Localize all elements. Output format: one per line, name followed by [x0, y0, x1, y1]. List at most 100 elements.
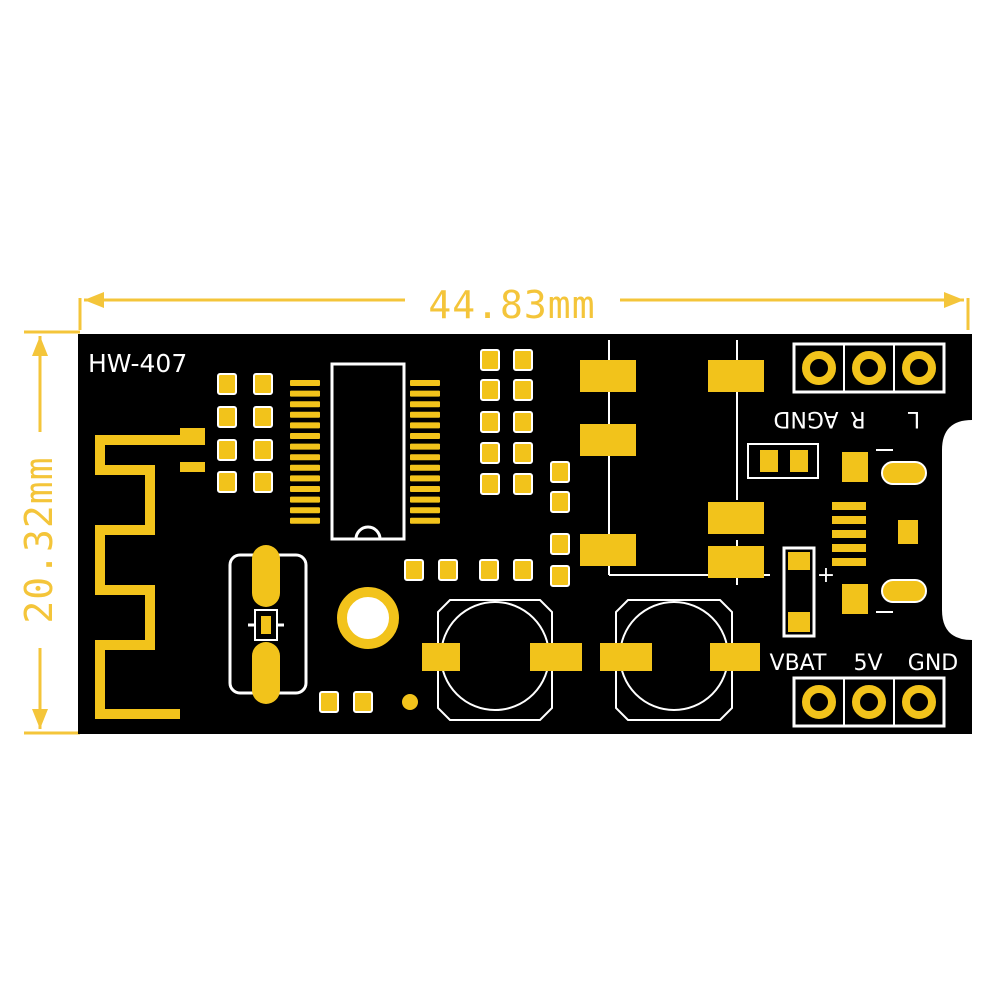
large-pad — [580, 360, 636, 392]
ic-pin-pad — [290, 422, 320, 429]
usb-signal-pad — [832, 516, 866, 524]
ic-pin-pad — [410, 517, 440, 524]
ic-pin-pad — [410, 422, 440, 429]
ic-pin-pad — [290, 401, 320, 408]
smd-pad — [480, 349, 500, 371]
ic-pin-pad — [410, 496, 440, 503]
polarity-plus-sign: + — [817, 563, 835, 588]
bottom-pin-header — [792, 676, 946, 728]
inductor-pad — [422, 643, 460, 671]
ic-pin-pad — [290, 433, 320, 439]
ic-footprint — [290, 362, 440, 541]
smd-pad — [513, 379, 533, 401]
top-header-outline — [792, 342, 946, 394]
ic-pin-pad — [290, 517, 320, 524]
ic-pin-pad — [410, 443, 440, 450]
width-dim-arrow-left — [84, 292, 104, 308]
ic-pin-pad — [410, 433, 440, 439]
smd-pad — [217, 406, 237, 428]
smd-pad — [253, 406, 273, 428]
smd-pad-row-lower — [404, 559, 533, 581]
ic-pin-pad — [410, 401, 440, 408]
pin-label-agnd: AGND — [773, 406, 838, 431]
height-dimension — [24, 330, 80, 735]
usb-shield-pad — [842, 452, 868, 482]
smd-pad-column-center — [550, 461, 570, 587]
ic-pin-pad — [290, 454, 320, 461]
smd-pad — [253, 439, 273, 461]
height-dimension-label: 20.32mm — [17, 456, 61, 623]
height-dim-arrow-top — [32, 336, 48, 356]
smd-pad — [217, 439, 237, 461]
ic-pin-pad — [290, 380, 320, 386]
smd-pad — [550, 565, 570, 587]
usb-slot-pad — [881, 461, 927, 485]
smd-pad — [438, 559, 458, 581]
ic-outline — [330, 362, 406, 541]
pin-label-l: L — [907, 406, 920, 431]
large-pads — [580, 360, 764, 578]
smd-pad — [480, 473, 500, 495]
smd-pad-array-middle — [480, 349, 533, 495]
ic-pin-pad — [410, 454, 440, 461]
usb-signal-pad — [832, 502, 866, 510]
ic-pin-pad — [410, 486, 440, 492]
smd-pad — [760, 450, 778, 472]
inductor-left — [422, 599, 582, 721]
cap-outline — [747, 443, 819, 479]
smd-pad — [550, 461, 570, 483]
usb-signal-pad — [832, 530, 866, 538]
usb-connector-footprint — [832, 452, 927, 614]
usb-signal-pad — [832, 558, 866, 566]
ic-pin-pad — [290, 443, 320, 450]
top-pin-header — [792, 342, 946, 394]
inductor-pad — [600, 643, 652, 671]
smd-pad — [480, 411, 500, 433]
pin-r-pad — [852, 351, 886, 385]
ic-pin-pad — [290, 464, 320, 471]
width-dimension-label: 44.83mm — [428, 283, 595, 327]
ic-pin-pad — [410, 464, 440, 471]
bottom-header-outline — [792, 676, 946, 728]
pin-agnd-pad — [802, 351, 836, 385]
smd-pad-pair-right — [747, 443, 819, 479]
inductor-right — [600, 599, 760, 721]
smd-pad-array-left — [217, 373, 273, 493]
usb-silk — [876, 449, 893, 613]
test-point — [402, 694, 418, 710]
ic-pin-pad — [410, 507, 440, 514]
pin-gnd-pad — [902, 685, 936, 719]
pin-label-gnd: GND — [908, 651, 958, 676]
large-pad — [708, 360, 764, 392]
ic-pin-pad — [290, 486, 320, 492]
crystal-footprint — [228, 545, 308, 704]
smd-pad — [319, 691, 339, 713]
antenna-feed-pad — [180, 428, 205, 438]
width-dimension — [78, 292, 970, 330]
smd-pad — [253, 471, 273, 493]
crystal-pad-top — [252, 545, 280, 607]
smd-pad — [513, 411, 533, 433]
height-dim-arrow-bottom — [32, 709, 48, 729]
smd-pad — [479, 559, 499, 581]
pin-vbat-pad — [802, 685, 836, 719]
pin-label-r: R — [850, 406, 865, 431]
usb-signal-pad — [832, 544, 866, 552]
ic-pin-pad — [410, 411, 440, 418]
smd-pad — [480, 442, 500, 464]
ic-pin-pad — [290, 496, 320, 503]
ic-pin-pad — [410, 380, 440, 386]
antenna-trace — [95, 435, 205, 719]
large-pad — [708, 546, 764, 578]
smd-pad — [253, 373, 273, 395]
smd-pad — [480, 379, 500, 401]
ic-pin-pad — [410, 390, 440, 397]
inductor-pad — [710, 643, 760, 671]
smd-pad — [513, 349, 533, 371]
polarized-capacitor — [782, 546, 816, 638]
smd-pad — [513, 442, 533, 464]
smd-pad-pair-bottom — [319, 691, 373, 713]
antenna-ground-pad — [180, 462, 205, 472]
smd-pad — [404, 559, 424, 581]
large-pad — [580, 534, 636, 566]
